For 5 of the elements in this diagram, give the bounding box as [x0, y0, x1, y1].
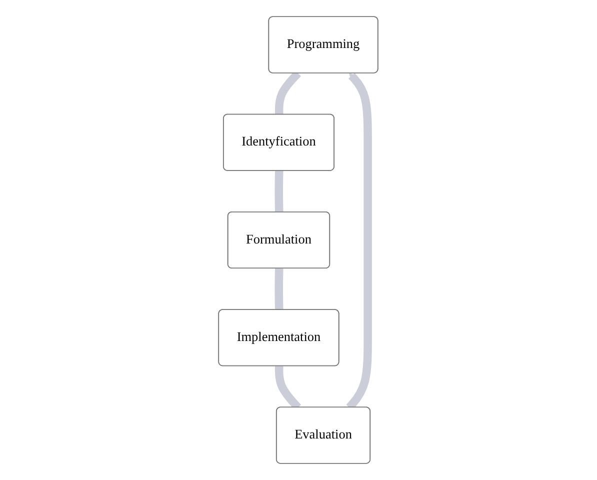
process-box: Programming — [268, 16, 379, 74]
process-box: Formulation — [228, 211, 330, 269]
process-box: Evaluation — [276, 406, 371, 464]
process-box: Identyfication — [223, 114, 335, 171]
process-box: Implementation — [218, 309, 340, 366]
